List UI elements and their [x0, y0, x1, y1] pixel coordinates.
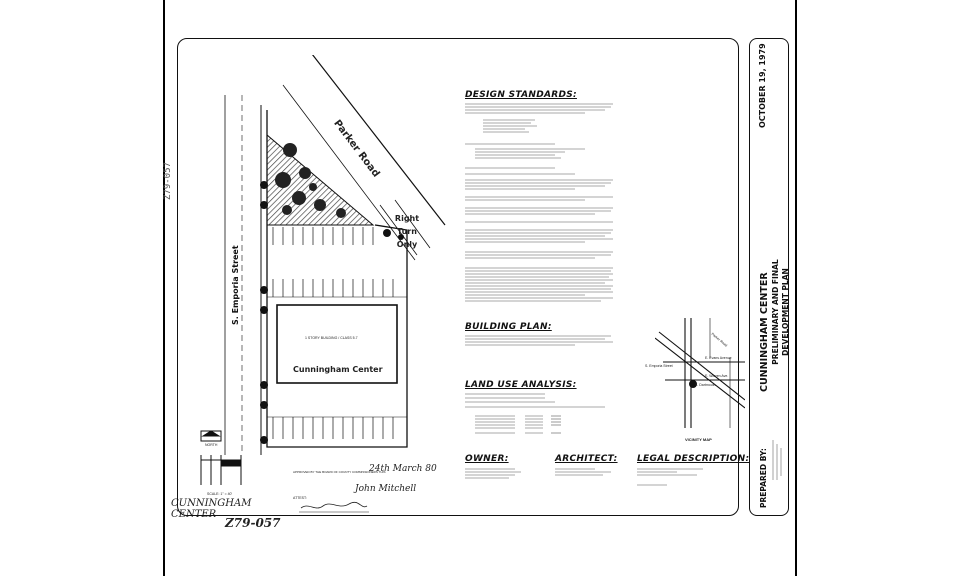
approval-text: APPROVED BY THE BOARD OF COUNTY COMMISSI…: [293, 470, 386, 474]
approval-signature: John Mitchell: [355, 484, 417, 494]
parking-stalls-middle: [272, 279, 394, 297]
plan-subtitle: PRELIMINARY AND FINAL DEVELOPMENT PLAN: [771, 259, 790, 365]
building-name-label: Cunningham Center: [293, 365, 383, 374]
design-standards-heading: DESIGN STANDARDS:: [465, 90, 577, 100]
parking-stalls-south: [272, 417, 394, 439]
design-standards-body: [465, 102, 615, 312]
emporia-street-label: S. Emporia Street: [231, 245, 240, 325]
building-plan-heading: BUILDING PLAN:: [465, 322, 552, 332]
preparer-stamp: [772, 440, 782, 480]
approval-date-signature: 24th March 80: [369, 464, 437, 474]
vicinity-street-warren: E. Warren Ave.: [705, 374, 729, 378]
site-boundary: [266, 110, 408, 448]
vicinity-map-label: VICINITY MAP: [685, 437, 712, 442]
plan-date: OCTOBER 19, 1979: [758, 43, 767, 128]
attest-label: ATTEST:: [293, 496, 307, 500]
handwritten-project-label: CUNNINGHAM CENTER: [171, 498, 252, 520]
tree-cluster: [275, 143, 346, 218]
parking-stalls-north: [272, 227, 374, 245]
owner-heading: OWNER:: [465, 454, 509, 464]
scale-label: SCALE: 1" = 40': [207, 492, 233, 496]
building-plan-body: [465, 335, 613, 346]
attest-signature-scribble: [299, 501, 369, 513]
parker-road-edge: [312, 55, 446, 226]
north-arrow: [200, 430, 222, 442]
drawing-sheet: Z79-057 CUNNINGHAM CENTER Z79-057: [163, 0, 797, 576]
prepared-by-label: PREPARED BY:: [759, 448, 768, 508]
handwritten-case-number: Z79-057: [225, 516, 281, 530]
land-use-heading: LAND USE ANALYSIS:: [465, 380, 577, 390]
north-label: NORTH: [205, 443, 218, 447]
vicinity-street-dartmouth: E. Dartmouth: [695, 383, 716, 387]
right-turn-divider: [379, 204, 418, 256]
land-use-table: [465, 393, 605, 434]
parker-road-centerline: [282, 84, 416, 261]
building-footprint: [276, 304, 398, 384]
vicinity-map: [655, 318, 745, 428]
title-block: [749, 38, 789, 516]
architect-body: [555, 468, 611, 476]
legal-description-heading: LEGAL DESCRIPTION:: [637, 454, 750, 464]
project-title: CUNNINGHAM CENTER: [759, 272, 770, 392]
drawing-frame: [177, 38, 739, 516]
legal-description-body: [637, 468, 703, 486]
site-plan-drawing: [200, 55, 446, 485]
right-turn-label: Right Turn Only: [394, 214, 420, 249]
scale-bar: [200, 455, 242, 485]
building-note: 1 STORY BUILDING / CLASS 5.7: [305, 336, 358, 340]
architect-heading: ARCHITECT:: [555, 454, 618, 464]
case-number-stamp: Z79-057: [163, 162, 173, 200]
owner-body: [465, 468, 521, 479]
vicinity-street-evans: E. Evans Avenue: [705, 356, 732, 360]
vicinity-street-emporia: S. Emporia Street: [645, 364, 673, 368]
